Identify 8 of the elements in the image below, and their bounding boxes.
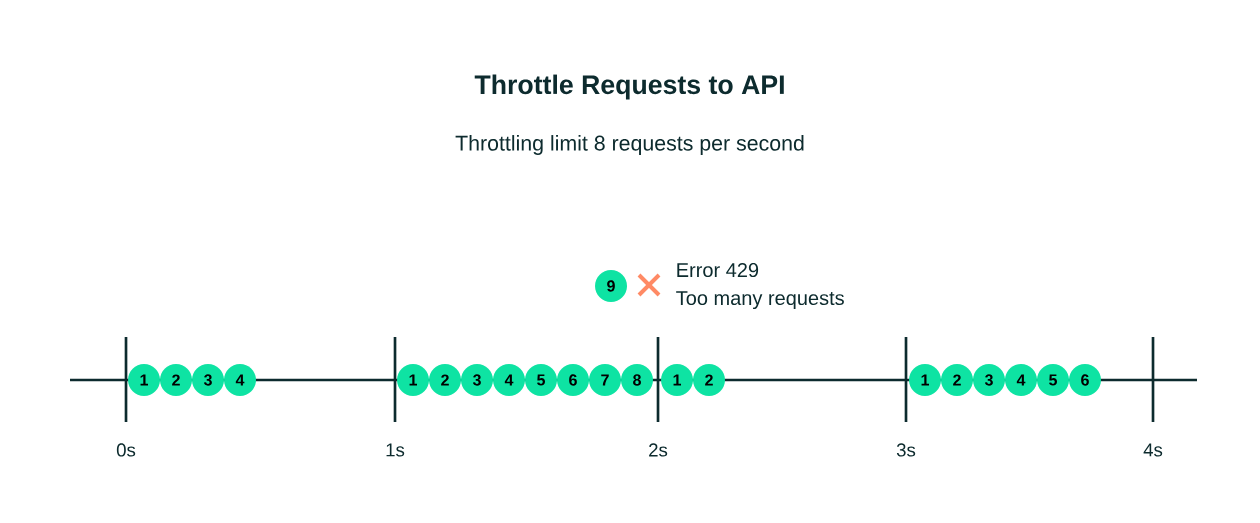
error-message: Error 429 Too many requests [676, 262, 844, 310]
tick-label: 4s [1143, 443, 1163, 457]
tick-label: 0s [116, 443, 136, 457]
tick-label: 2s [649, 443, 668, 457]
tick-label: 3s [896, 443, 916, 457]
subtitle: Throttling limit 8 requests per second [455, 135, 804, 155]
tick-label: 1s [386, 443, 405, 457]
title: Throttle Requests to API [474, 74, 784, 100]
